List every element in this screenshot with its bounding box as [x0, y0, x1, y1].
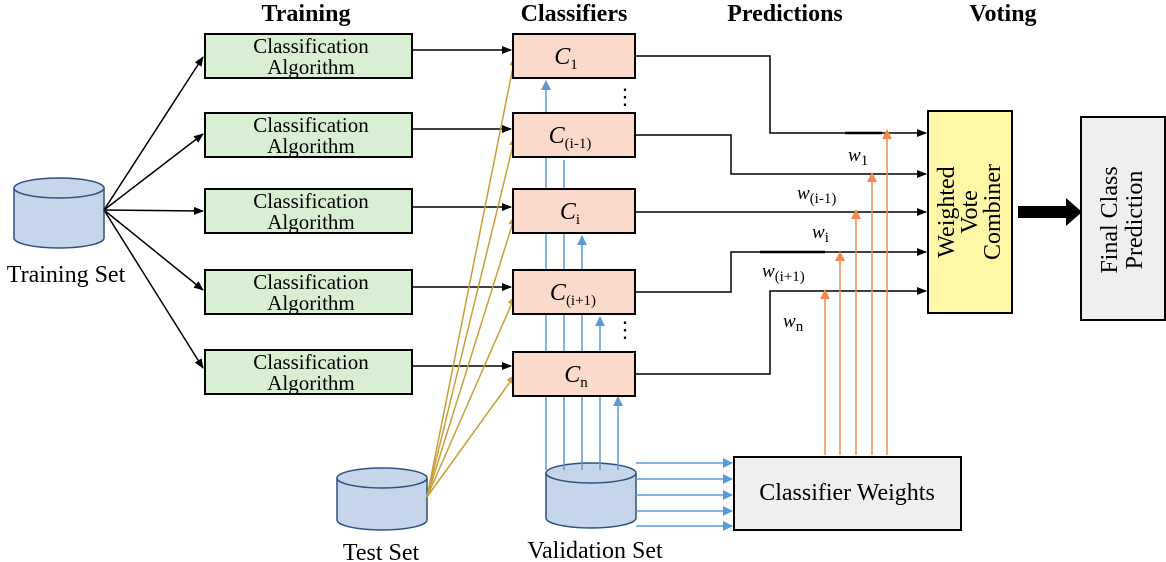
algorithm-box-2: Classification Algorithm [204, 112, 413, 158]
weighted-vote-combiner-box: Weighted Vote Combiner [927, 110, 1013, 314]
algorithm-box-1: Classification Algorithm [204, 33, 413, 79]
final-class-prediction-box: Final Class Prediction [1080, 116, 1166, 321]
classifier-1-sub: 1 [570, 57, 578, 73]
ellipsis-upper: ⋮ [614, 84, 636, 109]
classifier-weights-label: Classifier Weights [759, 480, 935, 506]
training-set-label: Training Set [7, 262, 126, 288]
weight-bars [760, 131, 882, 254]
svg-text:C(i+1): C(i+1) [550, 280, 596, 309]
classifier-box-1: C1 [512, 33, 636, 79]
algorithm-box-1-line1: Classification [253, 34, 369, 58]
ellipsis-lower: ⋮ [614, 317, 636, 342]
prediction-connectors [635, 55, 927, 375]
header-predictions: Predictions [727, 1, 843, 27]
classifier-1-main: C [554, 44, 571, 70]
final-line1: Final Class [1097, 166, 1123, 273]
algorithm-to-classifier-arrows [412, 46, 512, 370]
weight-arrows [820, 129, 892, 455]
algorithm-box-4: Classification Algorithm [204, 269, 413, 315]
classifier-box-2: C(i-1) [512, 112, 636, 158]
test-set-label: Test Set [343, 540, 420, 562]
test-set-connectors [426, 56, 518, 498]
combiner-line2: Vote [957, 190, 983, 234]
svg-text:C(i-1): C(i-1) [549, 123, 592, 152]
algorithm-box-3-line1: Classification [253, 189, 369, 213]
final-line2: Prediction [1122, 171, 1148, 270]
classifier-weights-box: Classifier Weights [733, 456, 962, 531]
algorithm-box-4-line2: Algorithm [267, 291, 355, 315]
weight-label-2: w(i-1) [797, 183, 836, 207]
final-output-arrow-icon [1018, 198, 1082, 226]
weight-label-1: w1 [848, 145, 868, 169]
svg-text:Cn: Cn [564, 362, 588, 391]
test-set-database-icon [336, 467, 428, 531]
classifier-2-sub: (i-1) [565, 136, 592, 152]
algorithm-box-2-line2: Algorithm [267, 134, 355, 158]
svg-text:Ci: Ci [560, 199, 580, 228]
validation-set-label: Validation Set [527, 538, 663, 562]
training-set-connectors [103, 56, 204, 369]
classifier-box-5: Cn [512, 351, 636, 397]
classifier-3-main: C [560, 199, 577, 225]
validation-to-weights-arrows [636, 458, 733, 531]
classifier-box-4: C(i+1) [512, 269, 636, 315]
algorithm-box-4-line1: Classification [253, 270, 369, 294]
svg-text:C1: C1 [554, 44, 578, 73]
classifier-4-sub: (i+1) [566, 293, 596, 309]
header-training: Training [262, 1, 351, 27]
combiner-line1: Weighted [934, 166, 960, 257]
algorithm-box-3: Classification Algorithm [204, 188, 413, 234]
classifier-3-sub: i [576, 212, 580, 228]
weight-label-4: w(i+1) [762, 261, 805, 285]
weight-label-3: wi [812, 222, 829, 246]
algorithm-box-3-line2: Algorithm [267, 210, 355, 234]
algorithm-box-5-line1: Classification [253, 350, 369, 374]
algorithm-box-5-line2: Algorithm [267, 371, 355, 395]
combiner-line3: Combiner [980, 164, 1006, 260]
classifier-box-3: Ci [512, 188, 636, 234]
training-set-database-icon [13, 177, 105, 249]
algorithm-box-1-line2: Algorithm [267, 55, 355, 79]
classifier-5-sub: n [580, 375, 588, 391]
algorithm-box-5: Classification Algorithm [204, 349, 413, 395]
classifier-2-main: C [549, 123, 566, 149]
header-voting: Voting [969, 1, 1036, 27]
weight-label-5: wn [783, 311, 804, 335]
classifier-5-main: C [564, 362, 581, 388]
classifier-4-main: C [550, 280, 567, 306]
validation-set-database-icon [545, 462, 637, 529]
algorithm-box-2-line1: Classification [253, 113, 369, 137]
header-classifiers: Classifiers [521, 1, 628, 27]
